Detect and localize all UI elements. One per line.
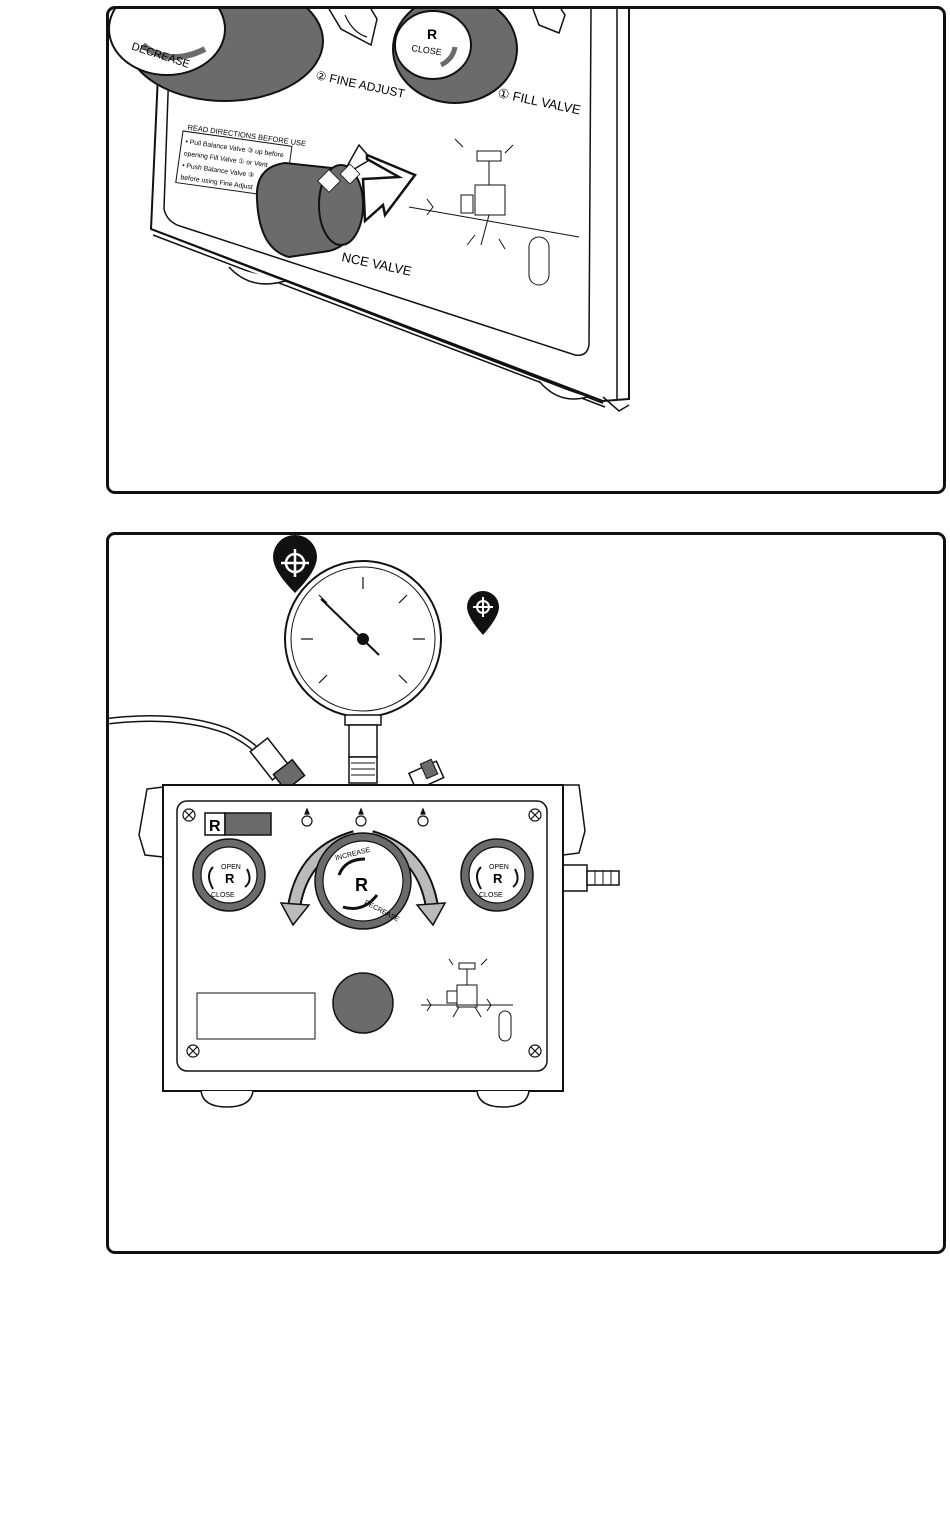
hose-connector — [250, 738, 304, 790]
right-logo-glyph: R — [493, 871, 503, 886]
bottom-illustration: R OPEN R CLOSE OPEN R CLOSE — [109, 535, 943, 1251]
left-open-label: OPEN — [221, 864, 241, 871]
left-logo-glyph: R — [225, 871, 235, 886]
bottom-illustration-panel: R OPEN R CLOSE OPEN R CLOSE — [106, 532, 946, 1254]
logo-glyph: R — [209, 818, 221, 835]
crosshair-location-pin-icon — [467, 591, 499, 635]
right-open-label: OPEN — [489, 864, 509, 871]
foot-right — [477, 1091, 529, 1107]
left-close-label: CLOSE — [211, 892, 235, 899]
top-illustration-panel: DECREASE R CLOSE ② FINE ADJUST ① FILL VA… — [106, 6, 946, 494]
logo-mark: R — [427, 26, 437, 42]
pressure-gauge — [285, 561, 441, 783]
blank-label-plate — [197, 993, 315, 1039]
right-close-label: CLOSE — [479, 892, 503, 899]
center-logo-glyph: R — [355, 875, 368, 895]
outlet-fitting — [563, 865, 619, 891]
handle-left — [139, 787, 163, 857]
left-valve-knob: OPEN R CLOSE — [193, 839, 265, 911]
brand-logo: R — [205, 813, 271, 835]
balance-valve-knob — [333, 973, 393, 1033]
handle-right — [563, 785, 585, 855]
right-valve-knob: OPEN R CLOSE — [461, 839, 533, 911]
top-illustration: DECREASE R CLOSE ② FINE ADJUST ① FILL VA… — [109, 9, 943, 491]
foot-left — [201, 1091, 253, 1107]
